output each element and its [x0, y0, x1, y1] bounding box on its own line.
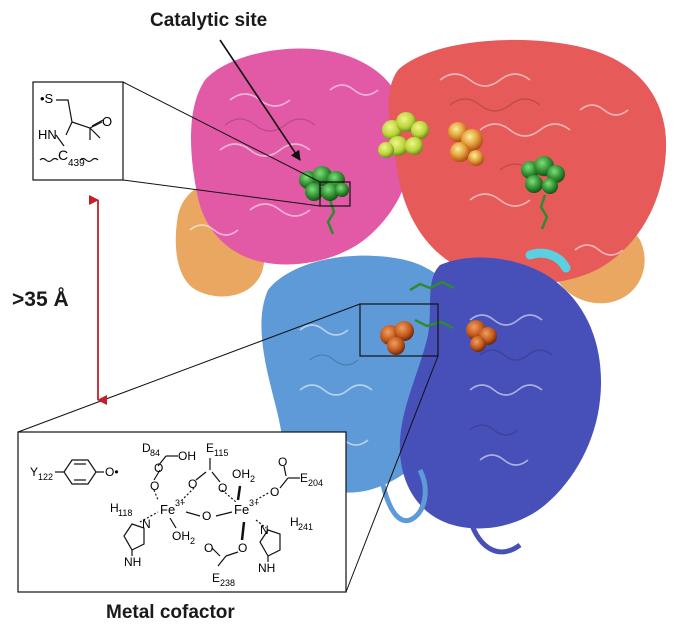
- h241-num: 241: [298, 522, 313, 532]
- d84-label: D: [142, 441, 151, 455]
- h118-nh: NH: [124, 555, 141, 569]
- inset-metal-cofactor: Y 122 O•: [17, 431, 347, 593]
- loop-tail: [377, 468, 428, 524]
- d84-num: 84: [150, 448, 160, 458]
- h118-num: 118: [118, 508, 132, 518]
- protein-structure: [175, 39, 667, 555]
- water-right: OH: [232, 467, 250, 481]
- e238-o1: O: [238, 541, 247, 555]
- green-ligand-right: [521, 156, 565, 194]
- h241-label: H: [290, 515, 299, 529]
- e238-num: 238: [220, 578, 235, 588]
- d84-oh: OH: [178, 449, 196, 463]
- e115-o2: O: [218, 481, 227, 495]
- h241-n: N: [260, 523, 269, 537]
- cofactor-site-marker: [359, 303, 439, 357]
- water-right-sub: 2: [250, 474, 255, 484]
- bridging-o: O: [202, 509, 211, 523]
- distance-label: >35 Å: [12, 288, 69, 311]
- iron-cluster-left: [380, 321, 414, 355]
- cyan-helix: [525, 248, 571, 273]
- inset-cysteine-box: [32, 81, 124, 181]
- inset-sulfur-radical: •S: [40, 91, 54, 106]
- tyr-label: Y: [30, 465, 38, 479]
- orange-yellow-ligand: [448, 122, 484, 166]
- loop-tail-2: [467, 519, 522, 555]
- e204-num: 204: [308, 478, 323, 488]
- tyr-num: 122: [38, 472, 53, 482]
- h241-nh: NH: [258, 561, 275, 575]
- fe1-charge: 3+: [175, 498, 185, 508]
- h118-label: H: [110, 501, 119, 515]
- inset-cysteine: •S HN O C 439: [32, 81, 124, 181]
- water-left-sub: 2: [190, 536, 195, 546]
- connector-line: [17, 303, 361, 433]
- e115-label: E: [206, 441, 214, 455]
- iron-cluster-right: [466, 320, 497, 352]
- connector-line: [122, 81, 321, 183]
- green-ligand-left: [299, 166, 349, 201]
- e204-label: E: [300, 471, 308, 485]
- e204-o1: O: [278, 455, 287, 469]
- h118-n: N: [142, 517, 151, 531]
- e238-label: E: [212, 571, 220, 585]
- inset-residue-c: C: [58, 147, 68, 163]
- catalytic-site-arrow: [219, 39, 301, 161]
- helix-shadow: [224, 98, 561, 436]
- e238-o2: O: [204, 541, 213, 555]
- inset-carbonyl-o: O: [102, 114, 112, 129]
- d84-o1: O: [154, 461, 163, 475]
- tyr-radical-o: O•: [105, 465, 119, 479]
- fe1-label: Fe: [160, 502, 175, 517]
- pink-subunit: [190, 48, 411, 265]
- e115-num: 115: [214, 448, 228, 458]
- inset-residue-num: 439: [68, 158, 85, 169]
- fe2-label: Fe: [234, 502, 249, 517]
- metal-cofactor-label: Metal cofactor: [106, 602, 235, 623]
- inset-hn: HN: [38, 127, 57, 142]
- e204-o2: O: [270, 485, 279, 499]
- catalytic-site-marker: [319, 181, 351, 207]
- e115-o1: O: [188, 477, 197, 491]
- inset-metal-box: [17, 431, 347, 593]
- connector-line: [122, 179, 321, 207]
- yellow-ligand: [378, 112, 429, 158]
- ligand-sticks: [326, 194, 549, 330]
- d84-o2: O: [150, 479, 159, 493]
- connector-line: [345, 355, 439, 593]
- water-left: OH: [172, 529, 190, 543]
- fe2-charge: 3+: [249, 498, 259, 508]
- catalytic-site-label: Catalytic site: [150, 10, 268, 31]
